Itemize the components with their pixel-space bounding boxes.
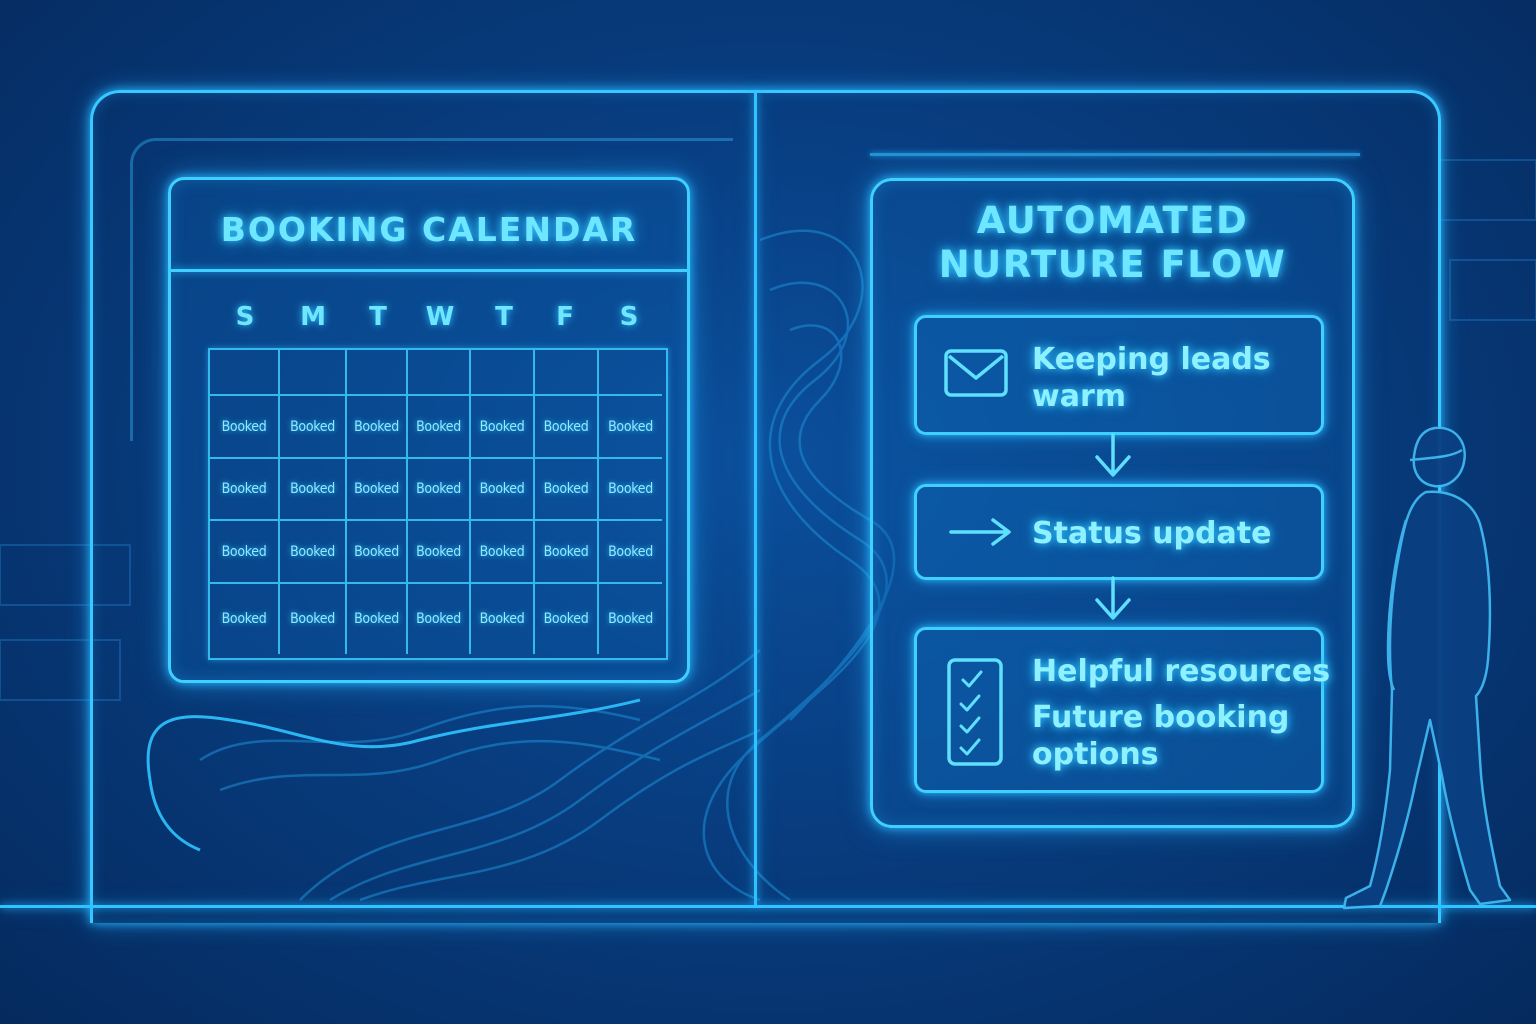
checklist-icon (947, 658, 1003, 766)
calendar-cell-booked: Booked (535, 459, 599, 521)
calendar-cell-booked: Booked (471, 459, 535, 521)
calendar-cell-booked: Booked (608, 611, 653, 627)
panel-accent-line (870, 153, 1360, 156)
flow-step-status-update: Status update (914, 484, 1324, 580)
step-1-line-2: warm (1032, 379, 1127, 414)
step-3-line-2: Future booking (1032, 700, 1290, 735)
calendar-cell-booked: Booked (535, 396, 599, 459)
calendar-cell-booked: Booked (471, 396, 535, 459)
step-1-line-1: Keeping leads (1032, 342, 1271, 377)
calendar-cell-booked: Booked (280, 459, 347, 521)
calendar-cell-empty (347, 350, 408, 396)
calendar-cell-booked: Booked (408, 584, 471, 654)
calendar-cell-booked: Booked (408, 459, 471, 521)
calendar-cell-booked: Booked (471, 584, 535, 654)
flow-title-line-1: AUTOMATED (976, 199, 1249, 242)
calendar-cell-booked: Booked (408, 521, 471, 584)
calendar-cell-booked: Booked (535, 521, 599, 584)
calendar-cell-booked: Booked (280, 521, 347, 584)
weekday-thu: T (495, 302, 513, 332)
weekday-wed: W (425, 302, 455, 332)
weekday-sun: S (235, 302, 255, 332)
calendar-cell-booked: Booked (347, 396, 408, 459)
calendar-cell-booked: Booked (535, 584, 599, 654)
right-arrow-icon (949, 518, 1011, 546)
flow-step-helpful-resources: Helpful resources Future booking options (914, 627, 1330, 793)
down-arrow-icon (1095, 433, 1131, 477)
calendar-title: BOOKING CALENDAR (220, 210, 638, 249)
flow-step-keeping-leads-warm: Keeping leads warm (914, 315, 1324, 435)
calendar-cell-empty (471, 350, 535, 396)
center-divider (754, 93, 757, 905)
calendar-cell-empty (210, 350, 280, 396)
calendar-cell-booked: Booked (347, 584, 408, 654)
weekday-mon: M (300, 302, 326, 332)
weekday-tue: T (369, 302, 387, 332)
flow-title-line-2: NURTURE FLOW (938, 243, 1287, 286)
nurture-flow-panel: AUTOMATED NURTURE FLOW Keeping leads war… (870, 178, 1355, 828)
calendar-cell-booked: Booked (210, 521, 280, 584)
down-arrow-icon (1095, 576, 1131, 620)
calendar-cell-booked: Booked (408, 396, 471, 459)
walking-person-illustration (1342, 426, 1512, 910)
calendar-cell-booked: Booked (210, 459, 280, 521)
calendar-cell-booked: Booked (599, 396, 662, 459)
step-3-line-3: options (1032, 737, 1159, 772)
calendar-cell-empty (408, 350, 471, 396)
calendar-cell-empty (280, 350, 347, 396)
calendar-cell-booked: Booked (599, 521, 662, 584)
flow-title: AUTOMATED NURTURE FLOW (873, 199, 1352, 287)
step-3-line-1: Helpful resources (1032, 654, 1331, 689)
calendar-cell-booked: Booked (471, 521, 535, 584)
calendar-cell-empty (599, 350, 662, 396)
calendar-cell-booked: Booked (347, 521, 408, 584)
weekday-sat: S (619, 302, 639, 332)
calendar-cell-booked: Booked (280, 396, 347, 459)
calendar-cell-booked: Booked (210, 396, 280, 459)
floor-line (0, 905, 1536, 908)
calendar-cell-empty (535, 350, 599, 396)
step-2-line-1: Status update (1032, 516, 1272, 551)
weekday-fri: F (556, 302, 574, 332)
calendar-cell-booked: Booked (280, 584, 347, 654)
calendar-header-divider (171, 269, 687, 272)
envelope-icon (944, 349, 1008, 397)
inner-frame-accent (130, 138, 733, 441)
calendar-cell-booked: Booked (347, 459, 408, 521)
calendar-cell-booked: Booked (210, 584, 280, 654)
calendar-cell-booked: Booked (599, 459, 662, 521)
